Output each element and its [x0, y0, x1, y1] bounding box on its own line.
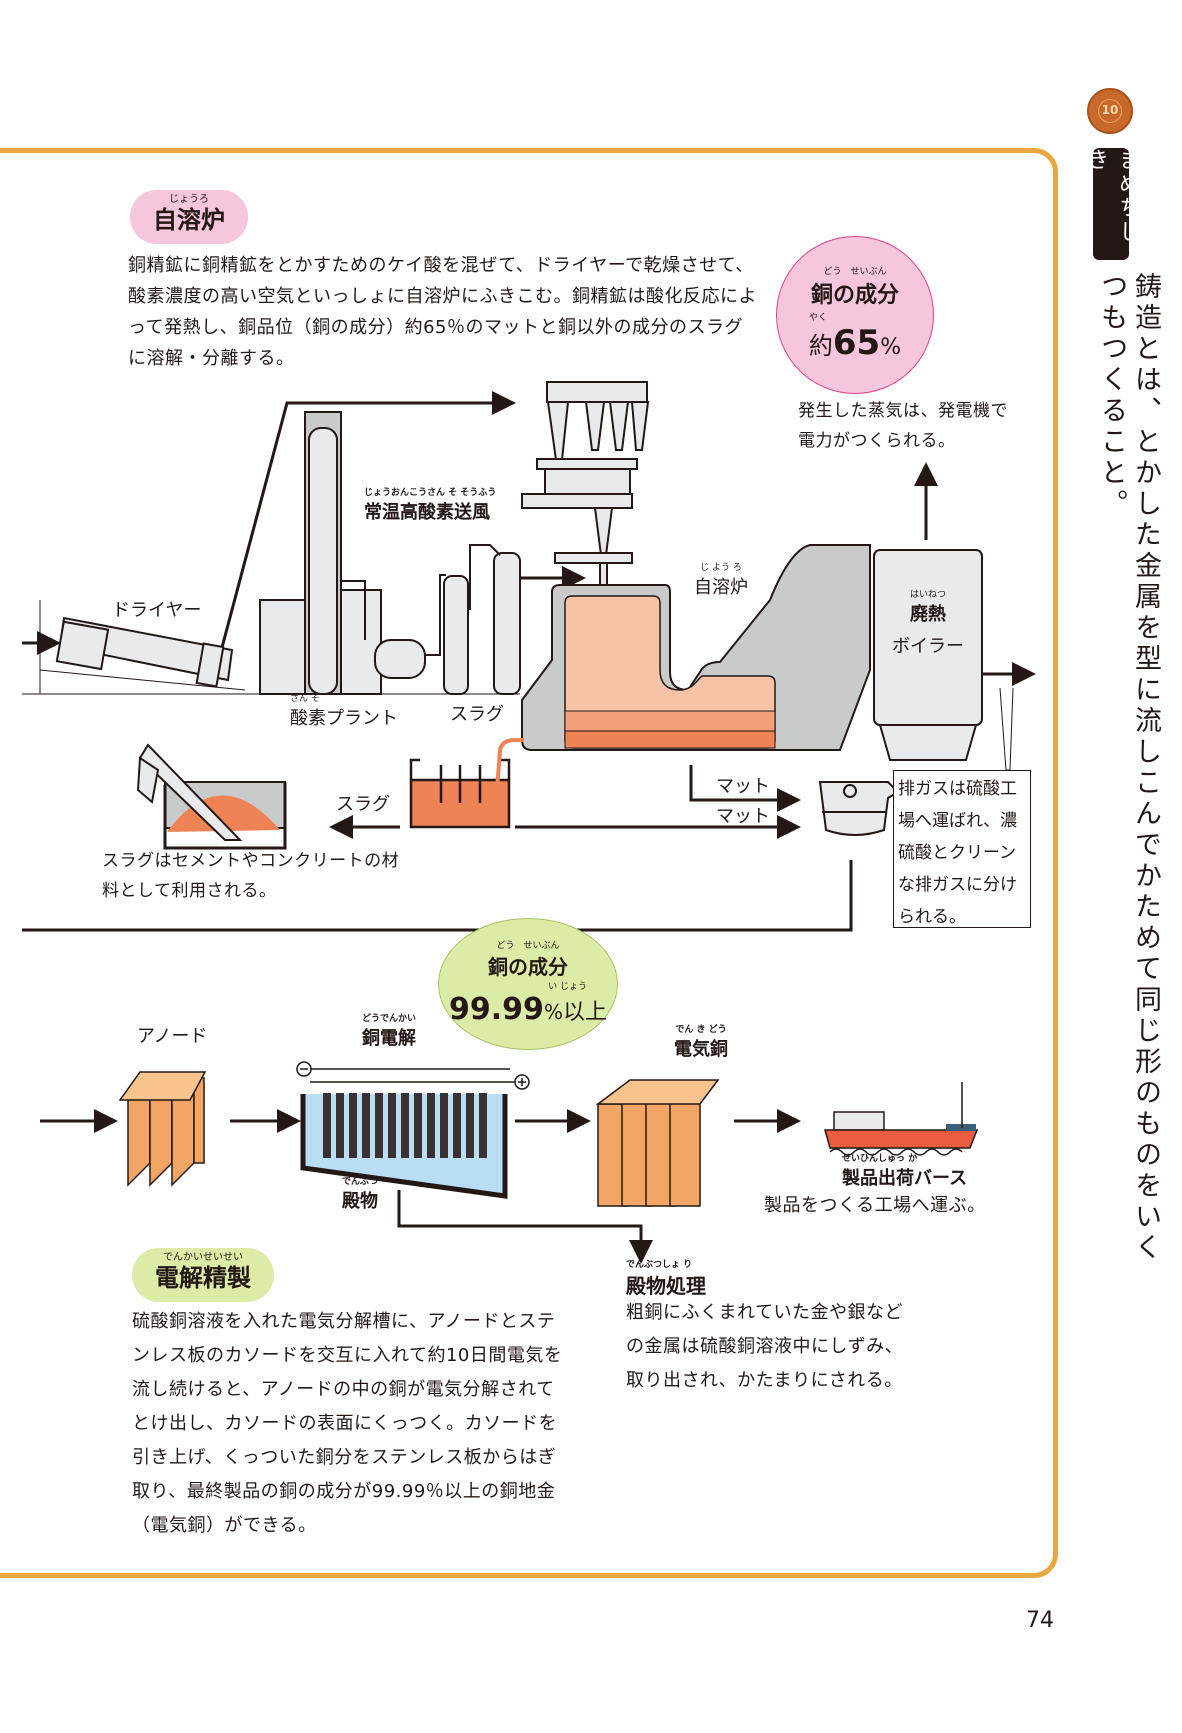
exhaust-gas-note: 排ガスは硫酸工場へ運ばれ、濃硫酸とクリーンな排ガスに分けられる。 — [893, 770, 1031, 928]
anode-label: アノード — [137, 1026, 208, 1047]
oxygen-plant-icon — [259, 411, 521, 695]
electrolysis-tank-icon — [296, 1061, 530, 1199]
copper-content-badge-9999: どう せいぶん 銅の成分 い じょう 99.99%以上 — [438, 918, 618, 1050]
ship-icon — [824, 1082, 979, 1156]
feed-line — [218, 391, 516, 656]
boiler-icon — [873, 549, 983, 761]
refining-heading-title: 電解精製 — [155, 1264, 251, 1292]
matte-label-2: マット — [716, 806, 770, 827]
badge2-suffix-ruby: い じょう — [548, 982, 587, 992]
slime-treatment-heading: でんぶつしょ り 殿物処理 — [626, 1260, 706, 1298]
badge2-value: 99.99 — [449, 992, 544, 1027]
badge-prefix-ruby: やく — [809, 313, 828, 323]
coin-label: 10 — [1098, 99, 1122, 123]
oxygen-plant-label: さん そ 酸素プラント — [290, 694, 398, 729]
badge2-ruby: どう せいぶん — [496, 941, 560, 951]
smelting-heading-title: 自溶炉 — [153, 206, 225, 234]
furnace-label: じ よう ろ 自溶炉 — [694, 563, 748, 598]
smelting-heading-ruby: じょうろ — [169, 194, 209, 205]
smelting-heading: じょうろ 自溶炉 — [130, 190, 248, 244]
coin-icon: 10 — [1087, 88, 1133, 134]
cathode-copper-label: でん き どう 電気銅 — [674, 1025, 728, 1060]
matte-label-1: マット — [716, 776, 770, 797]
badge-label: 銅の成分 — [810, 283, 899, 308]
cyclone-icon — [521, 381, 650, 586]
refining-description: 硫酸銅溶液を入れた電気分解槽に、アノードとステンレス板のカソードを交互に入れて約… — [132, 1311, 563, 1536]
slag-note: スラグはセメントやコンクリートの材料として利用される。 — [102, 851, 400, 901]
content-frame — [0, 148, 1058, 1578]
electrolysis-label: どうでんかい 銅電解 — [362, 1014, 417, 1049]
slime-treatment-description: 粗銅にふくまれていた金や銀などの金属は硫酸銅溶液中にしずみ、取り出され、かたまり… — [626, 1302, 904, 1391]
cathode-copper-icon — [595, 1079, 720, 1207]
connector-line — [22, 860, 853, 932]
badge-value: 65 — [832, 323, 881, 363]
page-number: 74 — [1026, 1608, 1054, 1633]
badge2-suffix: 以上 — [562, 1000, 607, 1025]
badge-prefix: 約 — [808, 332, 833, 360]
slag-pile-icon — [136, 743, 287, 850]
steam-note: 発生した蒸気は、発電機で電力がつくられる。 — [798, 401, 1008, 451]
badge2-label: 銅の成分 — [488, 955, 568, 979]
anode-plates-icon — [118, 1071, 207, 1187]
slime-arrow — [397, 1190, 653, 1264]
electrode-plates — [323, 1093, 487, 1158]
refining-heading-ruby: でんかいせいせい — [163, 1252, 243, 1263]
badge2-unit: % — [543, 1000, 563, 1024]
badge-unit: % — [880, 335, 902, 360]
dryer-label: ドライヤー — [112, 600, 202, 621]
slag-tank-icon — [409, 738, 524, 829]
boiler-label: はいねつ 廃熱 ボイラー — [892, 590, 964, 657]
dryer-icon — [55, 616, 234, 688]
flash-furnace-icon — [521, 544, 871, 751]
slag-left-label: スラグ — [336, 794, 390, 815]
slime-label: でんぶつ 殿物 — [342, 1177, 379, 1212]
badge-ruby: どう せいぶん — [823, 267, 887, 277]
side-fact-text: 鋳造とは、とかした金属を型に流しこんでかためて同じ形のものをいくつもつくること。 — [1096, 272, 1161, 1264]
berth-label: せいひんしゅっ か 製品出荷バース — [842, 1154, 968, 1189]
matte-arrow-1 — [689, 765, 801, 812]
berth-note: 製品をつくる工場へ運ぶ。 — [764, 1195, 986, 1216]
refining-heading: でんかいせいせい 電解精製 — [132, 1248, 274, 1302]
oxygen-blast-label: じょうおんこうさん そ そうふう 常温高酸素送風 — [364, 488, 497, 523]
smelting-description: 銅精鉱に銅精鉱をとかすためのケイ酸を混ぜて、ドライヤーで乾燥させて、酸素濃度の高… — [128, 255, 757, 369]
copper-content-badge-65: どう せいぶん 銅の成分 やく 約65% — [776, 236, 934, 394]
slag-top-label: スラグ — [450, 704, 504, 725]
matte-ladle-icon — [818, 781, 900, 836]
